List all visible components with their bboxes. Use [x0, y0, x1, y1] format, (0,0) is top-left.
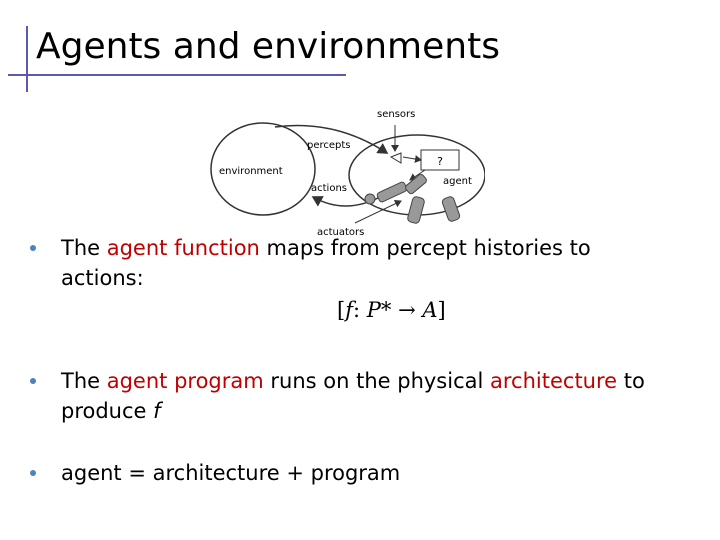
sensor-flow-line — [402, 155, 422, 163]
slide-title: Agents and environments — [36, 26, 500, 67]
agent-function-term: agent function — [106, 236, 260, 260]
architecture-term: architecture — [490, 369, 618, 393]
sensor-eye — [389, 152, 402, 164]
question-label: ? — [437, 155, 443, 168]
agent-function-formula: [f: P* → A] — [337, 298, 446, 322]
actions-label: actions — [311, 183, 347, 194]
bullet-dot — [30, 470, 36, 476]
bullet-line: actions: — [61, 266, 144, 290]
agent-label: agent — [443, 176, 472, 187]
bullet-line: agent = architecture + program — [61, 461, 401, 485]
percepts-label: percepts — [307, 140, 351, 151]
title-horizontal-rule — [8, 74, 346, 76]
bullet-line: produce f — [61, 399, 161, 423]
agent-environment-diagram: ? sensors percepts environment actions a… — [210, 109, 485, 237]
actuators-label: actuators — [317, 227, 364, 237]
environment-circle — [210, 122, 316, 216]
bullet-dot — [30, 245, 36, 251]
environment-label: environment — [219, 166, 283, 177]
action-flow-line — [409, 169, 426, 181]
bullet-dot — [30, 378, 36, 384]
actuators-pointer — [354, 199, 402, 224]
agent-program-term: agent program — [106, 369, 264, 393]
actuator-limbs — [364, 173, 461, 224]
bullet-line: The agent program runs on the physical a… — [61, 369, 645, 393]
bullet-line: The agent function maps from percept his… — [61, 236, 591, 260]
percepts-arrow — [274, 124, 389, 154]
title-vertical-rule — [26, 26, 28, 92]
sensors-label: sensors — [377, 109, 415, 120]
